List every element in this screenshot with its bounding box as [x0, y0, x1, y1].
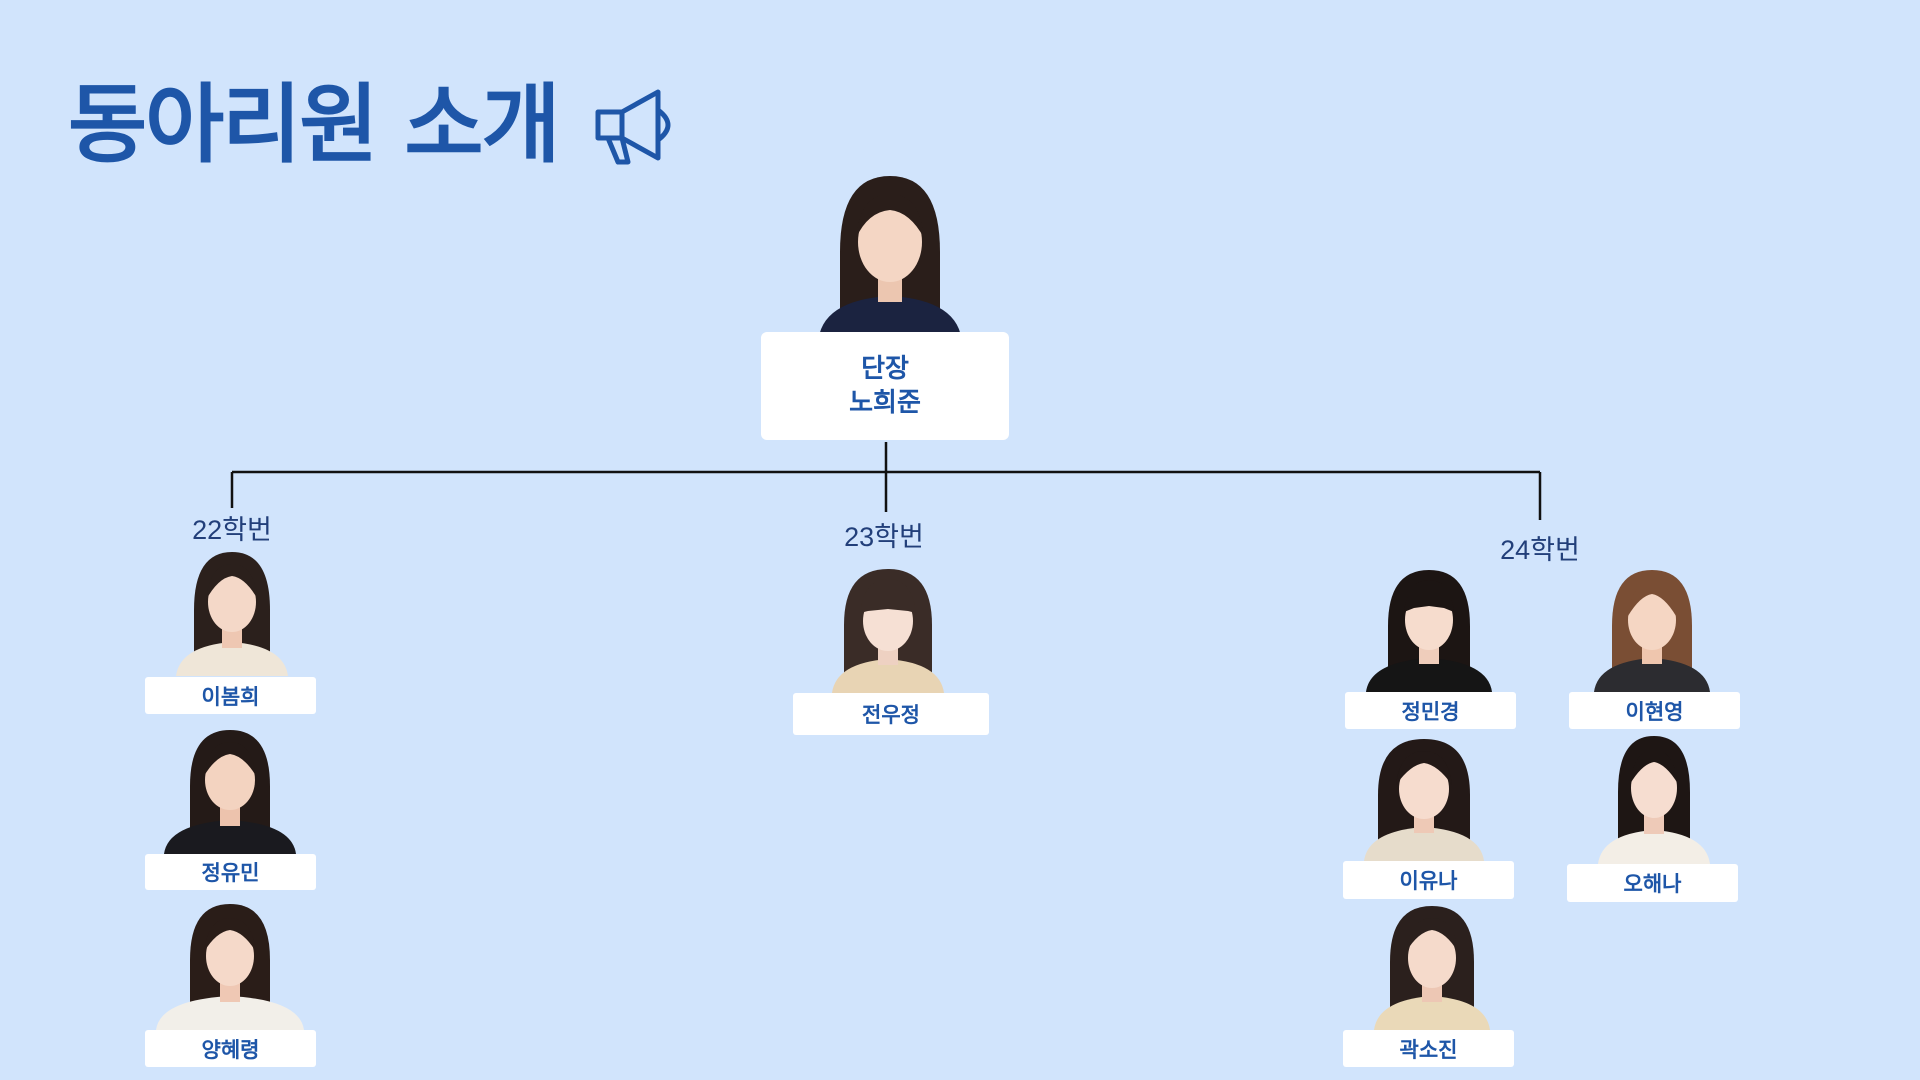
group-label-23: 23학번	[844, 522, 924, 552]
member-name: 정민경	[1345, 692, 1516, 729]
leader-photo	[818, 176, 962, 344]
group-label-22: 22학번	[192, 515, 272, 545]
group-label-24: 24학번	[1500, 535, 1580, 565]
member-name: 양혜령	[145, 1030, 316, 1067]
member-photo	[1594, 570, 1710, 692]
member-name: 이현영	[1569, 692, 1740, 729]
member-name: 정유민	[145, 854, 316, 890]
member-photo	[156, 904, 304, 1030]
megaphone-icon	[595, 89, 671, 165]
member-name: 이유나	[1343, 861, 1514, 899]
member-name: 전우정	[793, 693, 989, 735]
leader-name: 노희준	[849, 388, 921, 418]
member-photo	[832, 569, 944, 693]
member-photo	[1364, 739, 1484, 861]
member-photo	[1374, 906, 1490, 1030]
leader-card: 단장 노희준	[761, 332, 1009, 440]
member-name: 이봄희	[145, 677, 316, 714]
member-name: 곽소진	[1343, 1030, 1514, 1067]
leader-role: 단장	[861, 354, 909, 384]
member-photo	[176, 552, 288, 676]
page-title: 동아리원 소개	[68, 75, 561, 175]
member-photo	[1366, 570, 1492, 692]
member-photo	[1598, 736, 1710, 864]
member-name: 오해나	[1567, 864, 1738, 902]
member-photo	[164, 730, 296, 854]
